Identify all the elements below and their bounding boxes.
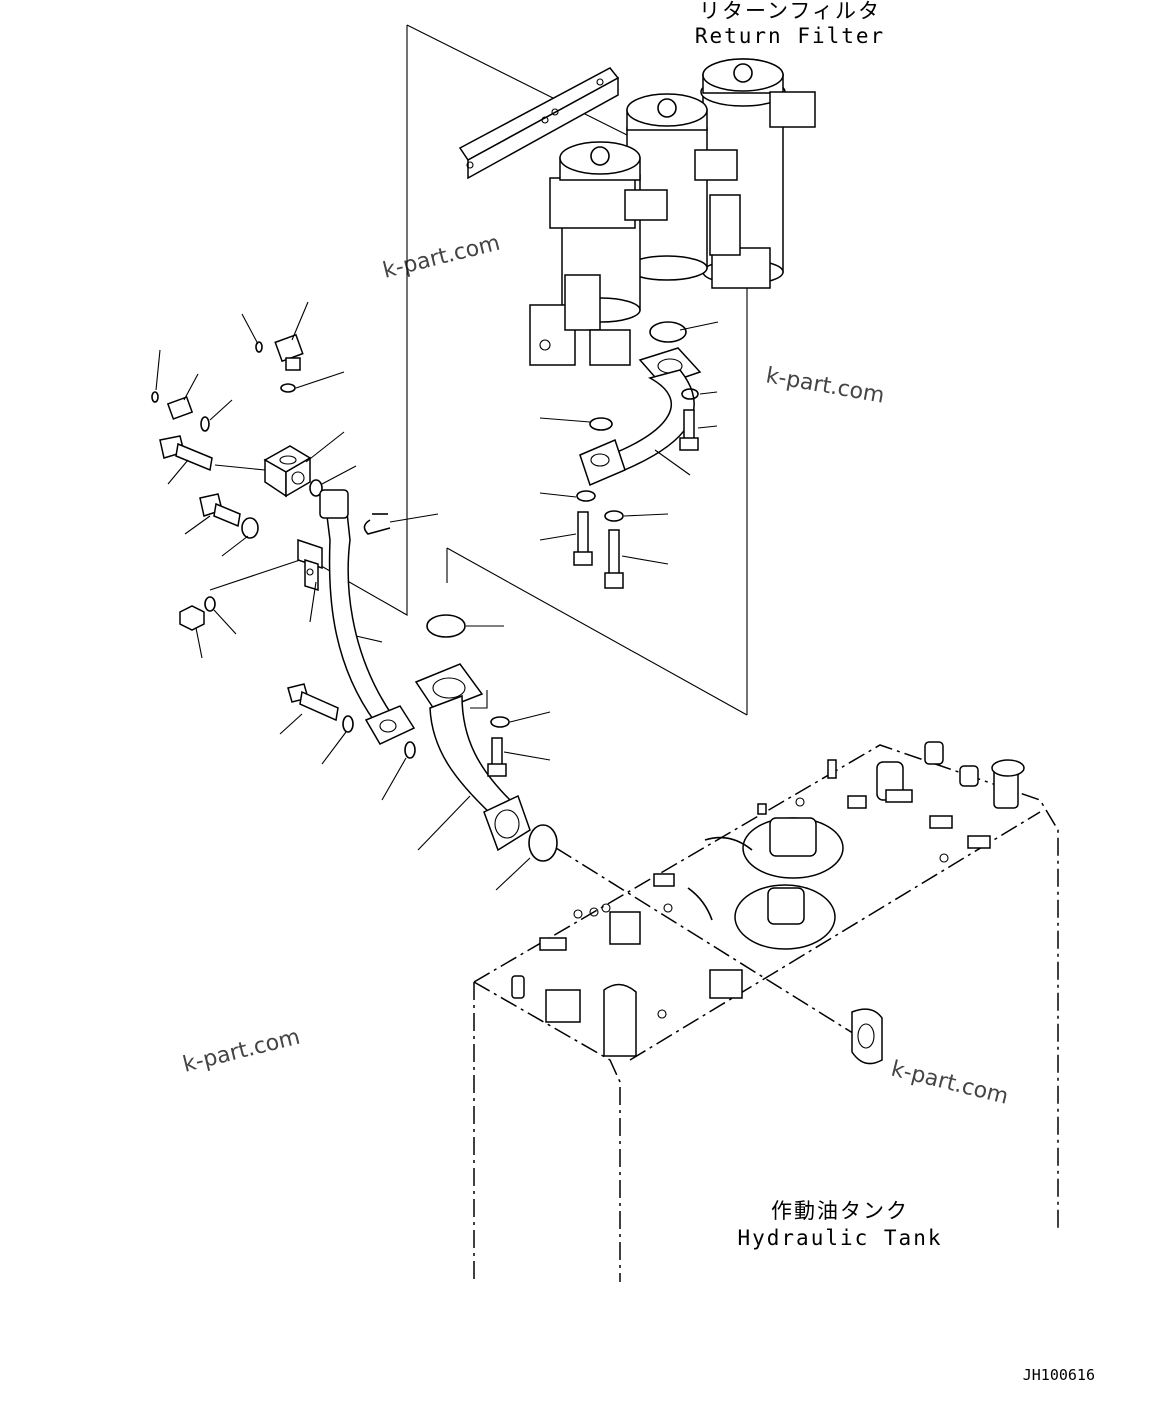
o-ring	[528, 824, 558, 862]
hydraulic-tank	[473, 741, 1059, 1282]
washer-icon	[604, 510, 624, 522]
o-ring	[200, 416, 210, 432]
nut-icon	[179, 605, 205, 631]
washer-icon	[490, 716, 510, 728]
connector-fitting	[166, 396, 194, 420]
leader-lines-left	[155, 301, 439, 801]
tank-return-pipe	[319, 489, 416, 745]
clamp-bracket	[297, 538, 323, 592]
bolt-icon	[487, 737, 507, 777]
tank-inlet-pipe	[414, 663, 531, 852]
long-bolt-icon	[159, 435, 213, 472]
o-ring	[404, 741, 416, 759]
watermark: k-part.com	[889, 1057, 1011, 1110]
o-ring	[151, 391, 159, 403]
return-filter-label-en: Return Filter	[695, 24, 885, 48]
bolt-icon	[573, 511, 593, 566]
washer-icon	[681, 388, 699, 400]
o-ring	[649, 321, 687, 343]
o-ring	[255, 341, 263, 353]
return-filter-label-jp: リターンフィルタ	[699, 0, 881, 23]
watermark: k-part.com	[180, 1025, 302, 1078]
washer-icon	[241, 517, 259, 539]
leader-line	[214, 464, 266, 471]
u-clip-icon	[363, 513, 391, 535]
watermark: k-part.com	[380, 231, 502, 284]
bolt-icon	[287, 683, 339, 722]
return-filter-assembly	[458, 58, 816, 366]
leader-lines-filter	[539, 321, 719, 565]
drawing-code: JH100616	[1023, 1366, 1095, 1384]
elbow-fitting	[274, 333, 304, 371]
filter-outlet-pipe	[579, 347, 702, 487]
bolt-icon	[199, 493, 241, 528]
bolt-icon	[604, 529, 624, 589]
o-ring	[426, 614, 466, 638]
o-ring	[280, 383, 296, 393]
connector-block	[263, 445, 312, 498]
o-ring	[576, 490, 596, 502]
bolt-icon	[679, 409, 699, 451]
washer-icon	[204, 596, 216, 612]
leader-lines-lower	[417, 711, 551, 891]
o-ring	[309, 479, 323, 497]
o-ring	[589, 417, 613, 431]
watermark: k-part.com	[764, 363, 886, 408]
hydraulic-tank-label-en: Hydraulic Tank	[737, 1226, 942, 1250]
washer-icon	[342, 715, 354, 733]
hydraulic-tank-label-jp: 作動油タンク	[771, 1199, 909, 1223]
